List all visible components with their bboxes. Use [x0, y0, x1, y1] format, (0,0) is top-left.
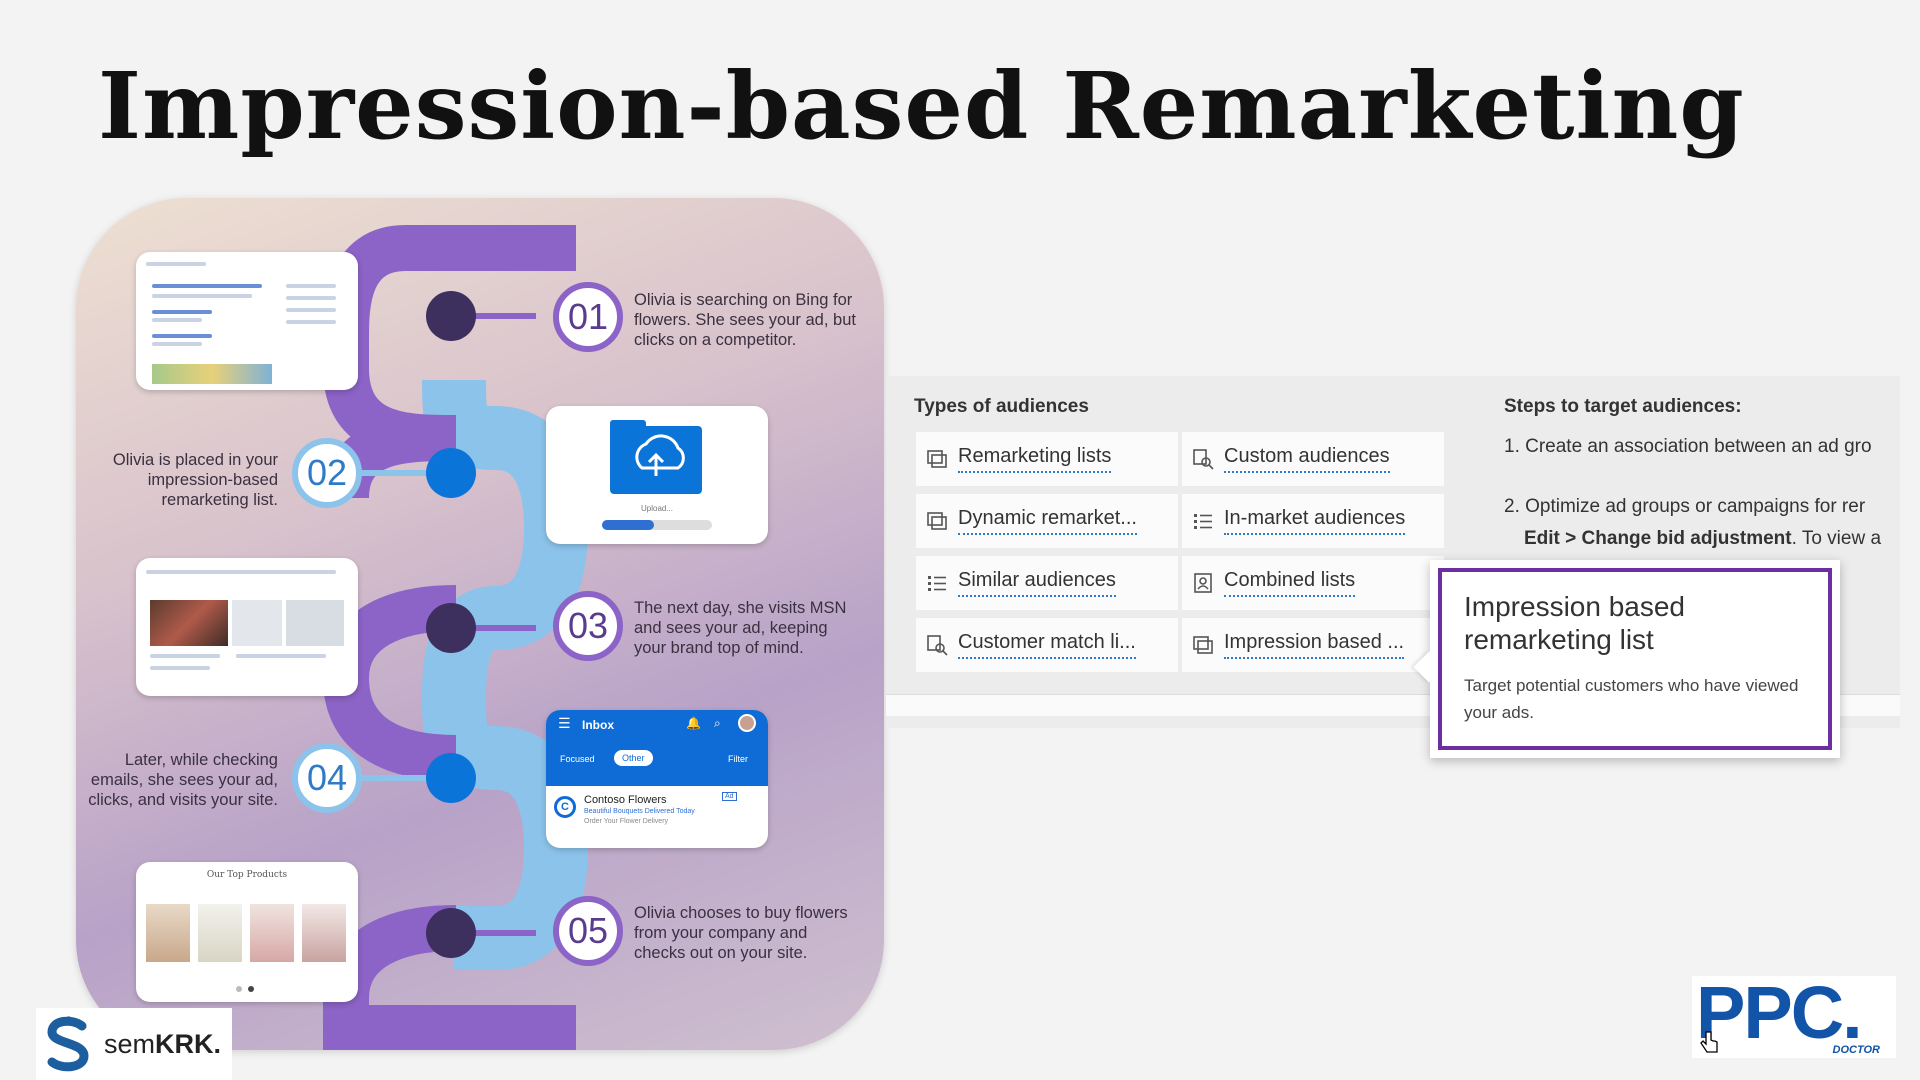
folder-upload-icon — [602, 420, 712, 530]
semkrk-s-icon — [47, 1016, 89, 1072]
msn-page-thumbnail — [136, 558, 358, 696]
semkrk-wordmark: semKRK. — [104, 1028, 222, 1059]
tooltip-description: Target potential customers who have view… — [1464, 676, 1799, 722]
dynamic-remarketing-icon — [927, 512, 947, 530]
products-title: Our Top Products — [206, 870, 288, 880]
menu-separator: > — [1559, 528, 1582, 549]
audience-label: Customer match li... — [958, 631, 1136, 659]
email-subject: Beautiful Bouquets Delivered Today — [584, 808, 695, 815]
audience-dynamic-remarketing[interactable]: Dynamic remarket... — [916, 494, 1178, 548]
email-inbox-card: ☰ Inbox 🔔 ⌕ Focused Other Filter C Conto… — [546, 710, 768, 848]
customer-journey-infographic: 01 02 03 04 05 Olivia is searching on Bi… — [76, 198, 884, 1050]
audience-label: Dynamic remarket... — [958, 507, 1137, 535]
step-1-text: 1. Create an association between an ad g… — [1504, 436, 1872, 457]
step-2-text: 2. Optimize ad groups or campaigns for r… — [1504, 496, 1866, 517]
journey-dot-2 — [426, 448, 476, 498]
semkrk-logo: semKRK. — [36, 1008, 232, 1080]
audience-in-market[interactable]: In-market audiences — [1182, 494, 1444, 548]
upload-label: Upload... — [640, 504, 674, 513]
audience-label: Remarketing lists — [958, 445, 1112, 473]
journey-dot-3 — [426, 603, 476, 653]
step-number-5: 05 — [553, 896, 623, 966]
change-bid-adjustment-label: Change bid adjustment — [1581, 528, 1792, 549]
tab-other: Other — [614, 750, 653, 766]
list-icon — [1194, 514, 1212, 529]
search-results-thumbnail — [136, 252, 358, 390]
impression-tooltip: Impression based remarketing list Target… — [1413, 560, 1840, 758]
types-of-audiences-heading: Types of audiences — [914, 396, 1089, 417]
hand-pointer-icon — [1700, 1031, 1718, 1053]
ppc-doctor-logo: PPC. DOCTOR — [1692, 971, 1896, 1058]
journey-dot-4 — [426, 753, 476, 803]
email-preview: Order Your Flower Delivery — [584, 818, 669, 825]
steps-heading: Steps to target audiences: — [1504, 396, 1742, 417]
audience-label: In-market audiences — [1224, 507, 1406, 535]
step-text-3: The next day, she visits MSN and sees yo… — [634, 599, 847, 657]
audience-label: Custom audiences — [1224, 445, 1390, 473]
step-2-instruction: Edit > Change bid adjustment. To view a — [1524, 528, 1881, 550]
audiences-panel: Types of audiences Remarketing lists Cus… — [886, 376, 1900, 728]
products-page-thumbnail: Our Top Products — [136, 862, 358, 1002]
audience-remarketing-lists[interactable]: Remarketing lists — [916, 432, 1178, 486]
audience-label: Similar audiences — [958, 569, 1116, 597]
tooltip-title: Impression based remarketing list — [1464, 591, 1686, 655]
customer-match-icon — [927, 635, 948, 656]
edit-menu-label: Edit — [1524, 528, 1560, 549]
ppc-wordmark: PPC. — [1696, 971, 1863, 1054]
audience-customer-match[interactable]: Customer match li... — [916, 618, 1178, 672]
upload-card: Upload... — [546, 406, 768, 544]
custom-audience-icon — [1193, 449, 1214, 470]
audience-label: Combined lists — [1224, 569, 1356, 597]
audience-label: Impression based ... — [1224, 631, 1405, 659]
step-number-3: 03 — [553, 591, 623, 661]
audience-similar[interactable]: Similar audiences — [916, 556, 1178, 610]
tab-focused: Focused — [560, 754, 595, 764]
bell-icon: 🔔 — [686, 716, 701, 730]
step-number-1: 01 — [553, 282, 623, 352]
inbox-title: Inbox — [582, 718, 614, 732]
email-sender: Contoso Flowers — [584, 794, 667, 806]
remarketing-icon — [927, 450, 947, 468]
slide-title: Impression-based Remarketing — [98, 52, 1745, 160]
impression-icon — [1193, 636, 1213, 654]
step-number-2: 02 — [292, 438, 362, 508]
search-icon: ⌕ — [714, 716, 721, 730]
hamburger-menu-icon: ☰ — [558, 716, 571, 732]
journey-dot-1 — [426, 291, 476, 341]
audience-combined-lists[interactable]: Combined lists — [1182, 556, 1444, 610]
combined-list-icon — [1194, 573, 1212, 593]
step-2-rest: . To view a — [1791, 528, 1882, 549]
step-number-4: 04 — [292, 743, 362, 813]
filter-label: Filter — [728, 754, 748, 764]
journey-dot-5 — [426, 908, 476, 958]
ad-badge: Ad — [722, 792, 737, 801]
step-text-5: Olivia chooses to buy flowers from your … — [634, 904, 848, 962]
audience-custom-audiences[interactable]: Custom audiences — [1182, 432, 1444, 486]
sender-avatar: C — [554, 796, 576, 818]
ppc-doctor-label: DOCTOR — [1832, 1044, 1880, 1056]
audience-impression-based[interactable]: Impression based ... — [1182, 618, 1444, 672]
avatar — [738, 714, 756, 732]
step-text-1: Olivia is searching on Bing for flowers.… — [634, 291, 856, 349]
list-icon — [928, 576, 946, 591]
step-text-4: Later, while checking emails, she sees y… — [88, 751, 278, 809]
step-text-2: Olivia is placed in your impression-base… — [112, 451, 278, 509]
